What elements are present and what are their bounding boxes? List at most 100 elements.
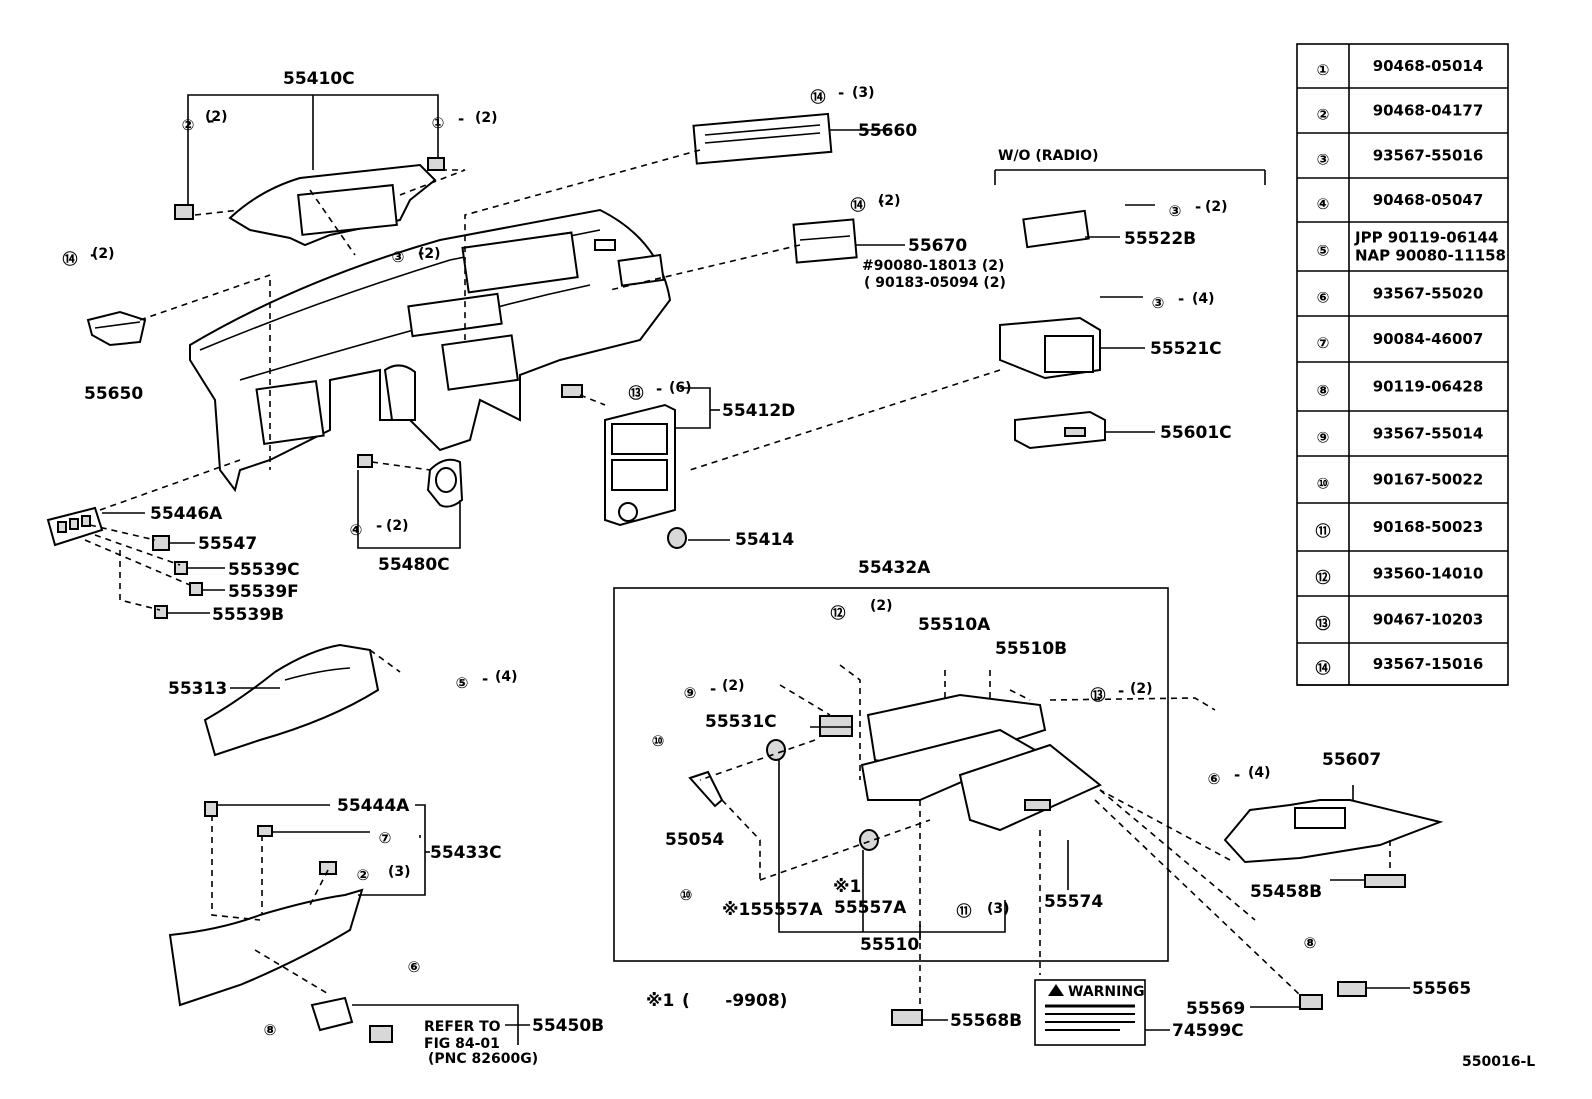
label-55410C: 55410C [283, 69, 355, 89]
radio-bracket-upper [1022, 209, 1090, 249]
callout-marker: ② [357, 866, 370, 884]
callout-marker: ⑧ [1304, 934, 1317, 952]
label-55444A: 55444A [337, 796, 410, 816]
callout-marker: ⑤ [456, 674, 469, 692]
label-55557A-mark: ※1 [833, 877, 861, 897]
table-part-number: 93567-55014 [1373, 425, 1484, 443]
callout-marker: ③ [1169, 202, 1182, 220]
side-vent-left [86, 310, 147, 347]
instrument-panel [189, 208, 672, 493]
label-55510: 55510 [860, 935, 919, 955]
qty-6: (4) [1248, 765, 1271, 781]
label-55557A-b: 55557A [834, 898, 907, 918]
qty-11: (3) [987, 901, 1010, 917]
callout-marker: ⑬ [628, 384, 643, 402]
table-part-number: 90468-05014 [1373, 57, 1484, 75]
callout-marker: ① [432, 114, 445, 132]
gauge-hood [174, 157, 445, 247]
qty-3-radio2: (4) [1192, 291, 1215, 307]
table-symbol: ⑩ [1317, 475, 1330, 493]
label-55568B: 55568B [950, 1011, 1022, 1031]
table-symbol: ⑤ [1317, 242, 1330, 260]
callout-marker: ⑨ [684, 684, 697, 702]
label-55458B: 55458B [1250, 882, 1322, 902]
label-55557A-a: ※155557A [722, 900, 823, 920]
callout-marker: ⑩ [680, 886, 693, 904]
table-part-number: 93567-15016 [1373, 655, 1484, 673]
label-55054: 55054 [665, 830, 724, 850]
solid-leaders [102, 94, 1410, 1045]
qty-14-left: (2) [92, 246, 115, 262]
label-74599C: 74599C [1172, 1021, 1244, 1041]
callout-marker: ⑭ [62, 250, 77, 268]
glove-box-group [613, 587, 1169, 962]
table-part-number: 90467-10203 [1373, 611, 1484, 629]
label-55569: 55569 [1186, 999, 1245, 1019]
label-55547: 55547 [198, 534, 257, 554]
table-part-number: 90167-50022 [1373, 471, 1484, 489]
lower-panel-55313 [203, 643, 380, 757]
callout-dash: - [90, 246, 96, 264]
label-55510B: 55510B [995, 639, 1067, 659]
table-part-number-alt: NAP 90080-11158 [1355, 247, 1506, 265]
label-55660: 55660 [858, 121, 917, 141]
label-55433C: 55433C [430, 843, 502, 863]
center-cluster-panel [561, 384, 687, 549]
callout-marker: ③ [1152, 294, 1165, 312]
leader-lines [84, 149, 1391, 1010]
table-symbol: ④ [1317, 195, 1330, 213]
table-part-number: 93567-55016 [1373, 147, 1484, 165]
callout-marker: ⑥ [1208, 770, 1221, 788]
callout-marker: ⑩ [652, 732, 665, 750]
center-vent [692, 112, 833, 165]
table-symbol: ⑥ [1317, 289, 1330, 307]
label-55414: 55414 [735, 530, 794, 550]
warning-text: WARNING [1068, 984, 1145, 1000]
glove-box-door-55607 [1223, 799, 1444, 888]
callout-marker: ⑬ [1090, 686, 1105, 704]
label-55531C: 55531C [705, 712, 777, 732]
callout-dash: - [458, 110, 464, 128]
footnote-text: ( -9908) [682, 991, 787, 1011]
label-55510A: 55510A [918, 615, 991, 635]
qty-9: (2) [722, 678, 745, 694]
callout-dash: - [838, 84, 844, 102]
qty-3-radio: (2) [1205, 199, 1228, 215]
table-part-number: JPP 90119-06144 [1354, 229, 1498, 247]
callout-dash: - [482, 670, 488, 688]
qty-13-b: (2) [1130, 681, 1153, 697]
callout-dash: - [1195, 198, 1201, 216]
pad-55565 [1337, 981, 1367, 997]
callout-marker: ⑥ [408, 958, 421, 976]
qty-14-b: (2) [878, 193, 901, 209]
table-symbol: ⑪ [1315, 522, 1330, 540]
callout-dash: - [710, 680, 716, 698]
footnote-mark: ※1 [646, 991, 674, 1011]
refer-line3: (PNC 82600G) [428, 1051, 538, 1067]
label-55412D: 55412D [722, 401, 795, 421]
refer-line1: REFER TO [424, 1019, 501, 1035]
callout-marker: ⑫ [830, 604, 845, 622]
label-55574: 55574 [1044, 892, 1103, 912]
table-symbol: ③ [1317, 151, 1330, 169]
callout-marker: ⑪ [956, 902, 971, 920]
table-part-number: 93560-14010 [1373, 565, 1484, 583]
label-55450B: 55450B [532, 1016, 604, 1036]
label-55539C: 55539C [228, 560, 300, 580]
callout-marker: ⑦ [379, 829, 392, 847]
table-part-number: 90168-50023 [1373, 518, 1484, 536]
table-symbol: ① [1317, 61, 1330, 79]
callout-dash: - [1178, 290, 1184, 308]
group-wo-radio: W/O (RADIO) [998, 148, 1098, 164]
label-55522B: 55522B [1124, 229, 1196, 249]
label-55601C: 55601C [1160, 423, 1232, 443]
qty-2-top: (2) [205, 109, 228, 125]
callout-marker: ⑭ [810, 88, 825, 106]
qty-2-low: (3) [388, 864, 411, 880]
callout-dash: - [1234, 766, 1240, 784]
label-55313: 55313 [168, 679, 227, 699]
label-55521C: 55521C [1150, 339, 1222, 359]
